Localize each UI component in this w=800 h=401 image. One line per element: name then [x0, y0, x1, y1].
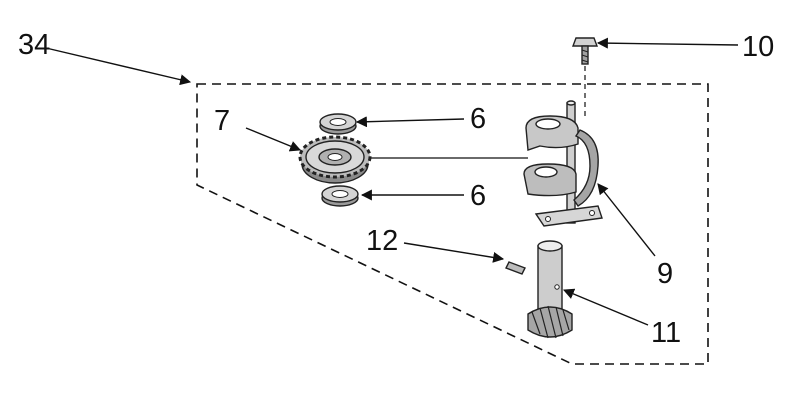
leader-assembly	[45, 47, 192, 86]
washer-bottom-part	[321, 185, 359, 207]
label-washer-top-6: 6	[470, 103, 486, 135]
label-shaft-11: 11	[651, 317, 681, 349]
gear-part	[298, 135, 372, 184]
leader-pin	[403, 242, 505, 263]
label-gear-7: 7	[214, 105, 230, 137]
shaft-part	[527, 240, 573, 339]
label-washer-bottom-6: 6	[470, 180, 486, 212]
screw-part	[571, 37, 599, 65]
assembly-boundary	[196, 83, 709, 365]
leader-bracket	[597, 183, 656, 257]
bracket-part	[523, 100, 603, 227]
leader-gear	[245, 127, 302, 152]
label-screw-10: 10	[742, 31, 774, 63]
pin-part	[505, 261, 526, 275]
leader-screw	[596, 37, 739, 49]
washer-top-part	[319, 113, 357, 135]
label-pin-12: 12	[366, 225, 398, 257]
label-assembly-34: 34	[18, 29, 50, 61]
leader-shaft	[562, 288, 649, 326]
label-bracket-9: 9	[657, 258, 673, 290]
leader-washer-top	[355, 116, 465, 128]
